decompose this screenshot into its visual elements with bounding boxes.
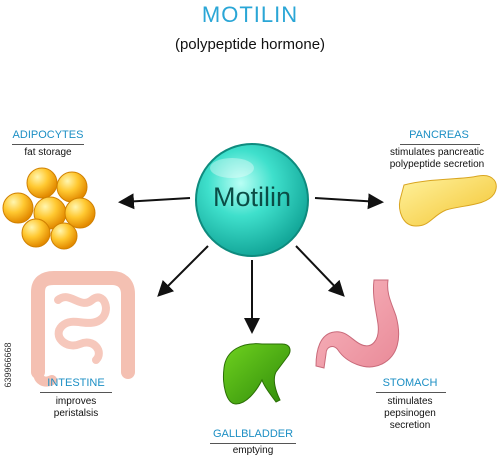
intestine-underline bbox=[40, 392, 112, 393]
stomach-effect-line3: secretion bbox=[389, 420, 431, 431]
intestine-name: INTESTINE bbox=[47, 377, 105, 389]
gallbladder-name: GALLBLADDER bbox=[212, 428, 294, 440]
gallbladder-illustration bbox=[223, 343, 291, 405]
intestine-illustration bbox=[31, 271, 135, 387]
arrow-to-intestine bbox=[157, 245, 209, 297]
intestine-effect-line1: improves bbox=[55, 396, 97, 407]
adipocytes-name: ADIPOCYTES bbox=[12, 129, 84, 141]
intestine-effect-line2: peristalsis bbox=[53, 408, 99, 419]
gallbladder-underline bbox=[210, 443, 296, 444]
gallbladder-effect: emptying bbox=[232, 445, 274, 456]
stomach-underline bbox=[376, 392, 446, 393]
page-title: MOTILIN bbox=[201, 2, 299, 27]
adipocytes-effect: fat storage bbox=[24, 147, 72, 158]
pancreas-effect-line2: polypeptide secretion bbox=[389, 159, 485, 170]
arrow-to-adipocytes bbox=[118, 193, 191, 210]
page-subtitle: (polypeptide hormone) bbox=[174, 36, 326, 53]
motilin-sphere bbox=[195, 143, 309, 257]
stomach-effect-line2: pepsinogen bbox=[384, 408, 436, 419]
pancreas-illustration bbox=[399, 175, 497, 227]
arrow-to-pancreas bbox=[314, 193, 384, 210]
adipocytes-underline bbox=[12, 144, 84, 145]
pancreas-name: PANCREAS bbox=[409, 129, 469, 141]
stomach-illustration bbox=[315, 279, 400, 369]
adipocytes-illustration bbox=[2, 167, 96, 250]
stomach-name: STOMACH bbox=[382, 377, 438, 389]
arrow-to-stomach bbox=[295, 245, 345, 297]
stock-id-watermark: 639966668 bbox=[3, 342, 13, 388]
pancreas-effect-line1: stimulates pancreatic bbox=[390, 147, 484, 158]
pancreas-underline bbox=[400, 144, 480, 145]
stomach-effect-line1: stimulates bbox=[387, 396, 433, 407]
motilin-label: Motilin bbox=[212, 182, 292, 212]
